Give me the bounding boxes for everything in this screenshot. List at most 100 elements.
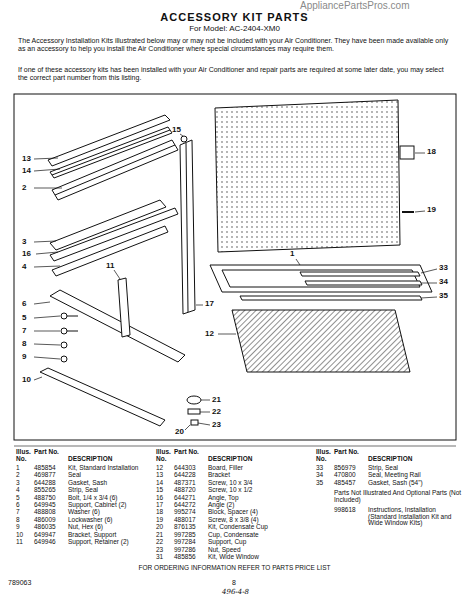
callout-number: 7 — [22, 327, 26, 335]
angle — [180, 140, 195, 314]
spacer-block — [400, 146, 414, 159]
column-header: DESCRIPTION — [68, 456, 112, 463]
table-cell: Seal, Meeting Rail — [368, 472, 464, 479]
frame — [14, 94, 456, 440]
callout-number: 21 — [212, 396, 221, 404]
table-cell: 23 — [156, 547, 163, 554]
table-rule — [14, 446, 456, 447]
table-cell: 649945 — [34, 502, 56, 509]
table-cell: 17 — [156, 502, 163, 509]
table-cell: Support, Cabinet (2) — [68, 502, 152, 509]
leader-lines — [34, 134, 437, 430]
table-cell: 488017 — [174, 517, 196, 524]
table-cell: 8 — [16, 517, 20, 524]
table-cell: 997284 — [174, 539, 196, 546]
table-cell: 488808 — [34, 509, 56, 516]
table-cell: 16 — [156, 495, 163, 502]
table-cell: 997286 — [174, 547, 196, 554]
table-cell: 22 — [156, 539, 163, 546]
table-cell: 21 — [156, 532, 163, 539]
table-cell: 15 — [156, 487, 163, 494]
table-cell: Strip, Seal — [68, 487, 152, 494]
table-cell: Block, Spacer (4) — [208, 509, 312, 516]
table-cell: 995274 — [174, 509, 196, 516]
table-cell: Angle (2) — [208, 502, 312, 509]
table-cell: Angle, Top — [208, 495, 312, 502]
table-cell: 18 — [156, 509, 163, 516]
table-cell: Screw, 10 x 3/4 — [208, 480, 312, 487]
document-number: 789063 — [8, 579, 31, 586]
table-cell: 12 — [156, 465, 163, 472]
table-cell: 649947 — [34, 532, 56, 539]
seal-strip — [300, 272, 420, 276]
table-cell: 31 — [156, 554, 163, 561]
column-header: Illus. No. — [316, 449, 334, 463]
column-header: Illus. No. — [16, 449, 34, 463]
speed-nut — [191, 420, 198, 425]
table-cell: 469877 — [34, 472, 56, 479]
table-cell: 19 — [156, 517, 163, 524]
table-cell: Kit, Standard Installation — [68, 465, 152, 472]
seal-strip — [52, 226, 168, 276]
table-cell: Bolt, 1/4 x 3/4 (6) — [68, 495, 152, 502]
support-bracket — [40, 368, 165, 426]
table-cell: 485854 — [34, 465, 56, 472]
table-cell: Gasket, Sash — [68, 480, 152, 487]
table-cell: 11 — [16, 539, 23, 546]
table-cell: 34 — [316, 472, 323, 479]
retainer-support — [118, 278, 130, 337]
column-header: DESCRIPTION — [208, 456, 252, 463]
table-cell: 33 — [316, 465, 323, 472]
column-header: Part No. — [34, 449, 60, 456]
table-cell: 1 — [16, 465, 20, 472]
table-cell: 485856 — [174, 554, 196, 561]
note-text: If one of these accessory kits has been … — [18, 66, 450, 82]
ordering-note: FOR ORDERING INFORMATION REFER TO PARTS … — [0, 565, 469, 572]
callout-number: 13 — [22, 155, 31, 163]
sash-gasket — [240, 296, 422, 300]
table-cell: 644303 — [174, 465, 196, 472]
table-cell: 3 — [16, 480, 20, 487]
angle-edge — [186, 143, 188, 312]
seal-line — [55, 145, 175, 195]
bolts — [61, 313, 78, 362]
column-header: Part No. — [174, 449, 200, 456]
table-cell: Lockwasher (6) — [68, 517, 152, 524]
table-cell: Support, Retainer (2) — [68, 539, 152, 546]
table-cell: Screw, 10 x 1/2 — [208, 487, 312, 494]
callout-number: 6 — [22, 300, 26, 308]
column-header: Illus. No. — [156, 449, 174, 463]
table-cell: Bracket, Support — [68, 532, 152, 539]
callout-number: 20 — [175, 428, 184, 436]
callout-number: 18 — [427, 148, 436, 156]
table-cell: 20 — [156, 524, 163, 531]
table-cell: 649946 — [34, 539, 56, 546]
table-cell: 470800 — [334, 472, 356, 479]
callout-number: 14 — [22, 167, 31, 175]
table-cell: Support, Cup — [208, 539, 312, 546]
table-cell: Nut, Hex (6) — [68, 524, 152, 531]
handwritten-code: 496-4-8 — [222, 589, 249, 596]
table-cell: Board, Filler — [208, 465, 312, 472]
cup-support — [188, 409, 200, 414]
table-cell: Instructions, Installation (Standard Ins… — [368, 507, 464, 527]
table-cell: Kit, Wide Window — [208, 554, 312, 561]
seal — [52, 140, 178, 200]
column-header: DESCRIPTION — [368, 456, 412, 463]
cabinet-support — [50, 290, 185, 362]
callout-number: 17 — [205, 300, 214, 308]
table-cell: 997285 — [174, 532, 196, 539]
callout-number: 11 — [106, 262, 114, 270]
table-cell: 644228 — [174, 472, 196, 479]
filler-panel — [215, 100, 400, 252]
note-text: The Accessory Installation Kits illustra… — [18, 37, 450, 53]
table-cell: 4 — [16, 487, 20, 494]
page-number: 8 — [232, 579, 236, 586]
table-cell: 644288 — [34, 480, 56, 487]
callout-number: 4 — [22, 263, 26, 271]
callout-number: 8 — [22, 340, 26, 348]
table-cell: 855265 — [34, 487, 56, 494]
page-title: ACCESSORY KIT PARTS — [0, 12, 469, 24]
callout-number: 23 — [212, 421, 221, 429]
